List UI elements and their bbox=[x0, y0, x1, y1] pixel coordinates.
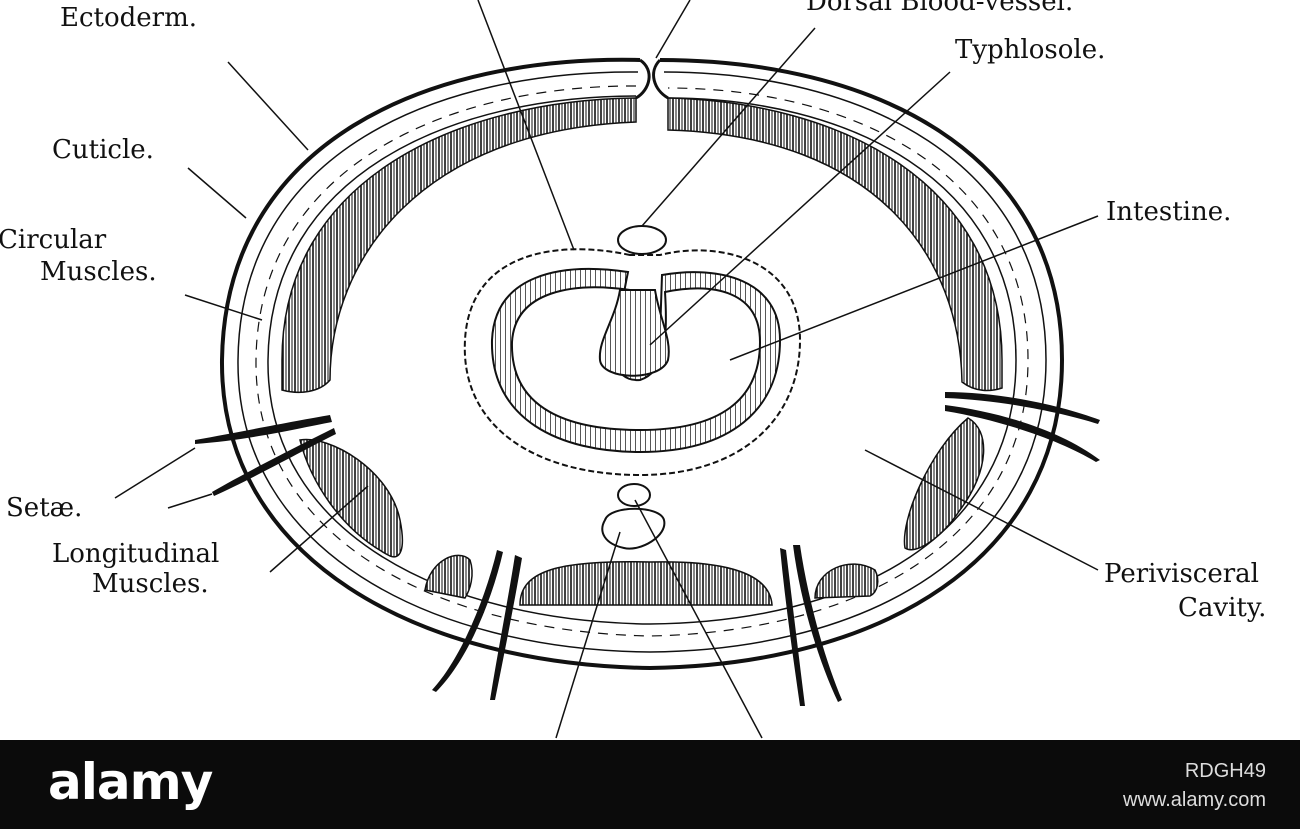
label-circular-muscles-line2: Muscles. bbox=[40, 257, 157, 287]
setae bbox=[195, 392, 1100, 706]
body-wall bbox=[219, 57, 1065, 671]
label-setae: Setæ. bbox=[6, 493, 83, 523]
label-typhlosole: Typhlosole. bbox=[955, 35, 1106, 65]
watermark-footer bbox=[0, 740, 1300, 829]
label-perivisceral-cavity-line2: Cavity. bbox=[1178, 593, 1267, 623]
image-id: RDGH49 bbox=[1184, 760, 1266, 782]
site-url: www.alamy.com bbox=[1123, 789, 1266, 811]
longitudinal-muscle-bands bbox=[281, 97, 1003, 606]
alamy-logo: alamy bbox=[48, 753, 213, 811]
label-ectoderm: Ectoderm. bbox=[60, 3, 198, 33]
label-longitudinal-muscles-line1: Longitudinal bbox=[52, 539, 220, 569]
earthworm-cross-section bbox=[114, 0, 1100, 739]
label-dorsal-blood-vessel: Dorsal Blood-vessel. bbox=[806, 0, 1074, 17]
intestine bbox=[463, 225, 802, 550]
label-circular-muscles-line1: Circular bbox=[0, 225, 107, 255]
label-longitudinal-muscles-line2: Muscles. bbox=[92, 569, 209, 599]
label-perivisceral-cavity-line1: Perivisceral bbox=[1104, 559, 1259, 589]
label-cuticle: Cuticle. bbox=[52, 135, 154, 165]
leader-lines bbox=[114, 0, 1099, 739]
diagram-figure: Ectoderm. Dorsal Blood-vessel. Typhlosol… bbox=[0, 0, 1267, 739]
label-intestine: Intestine. bbox=[1106, 197, 1232, 227]
